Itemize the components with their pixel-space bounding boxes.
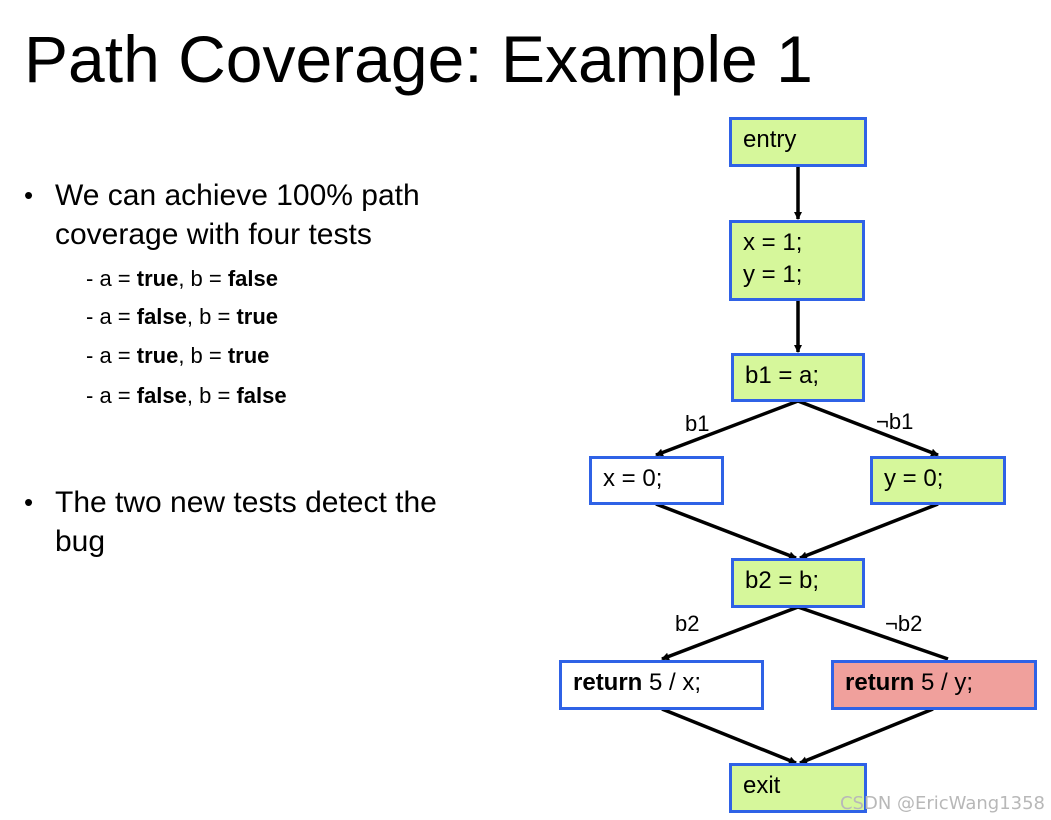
- node-exit: exit: [729, 763, 867, 813]
- node-entry: entry: [729, 117, 867, 167]
- slide-title: Path Coverage: Example 1: [24, 22, 813, 96]
- test-case-2: - a = false, b = true: [86, 304, 279, 329]
- test-case-1: - a = true, b = false: [86, 266, 279, 291]
- edge-label-not-b2: ¬b2: [885, 611, 923, 636]
- edge-label-not-b1: ¬b1: [876, 409, 914, 434]
- edge-x0-b2: [655, 502, 797, 560]
- edge-b2-rety: [797, 605, 949, 661]
- test-case-4: - a = false, b = false: [86, 383, 287, 408]
- edge-rety-exit: [799, 707, 934, 765]
- watermark: CSDN @EricWang1358: [839, 793, 1045, 814]
- edge-retx-exit: [661, 707, 797, 765]
- node-init: x = 1; y = 1;: [729, 220, 865, 301]
- edge-label-b1: b1: [685, 411, 710, 436]
- bullet-path-coverage: • We can achieve 100% path coverage with…: [24, 176, 485, 254]
- edge-y0-b2: [799, 502, 939, 560]
- bullet-text: We can achieve 100% path coverage with f…: [55, 179, 420, 251]
- node-return-y: return 5 / y;: [831, 660, 1037, 710]
- node-b1: b1 = a;: [731, 353, 865, 402]
- edge-label-b2: b2: [675, 611, 700, 636]
- bullet-text: The two new tests detect the bug: [55, 486, 437, 558]
- node-x0: x = 0;: [589, 456, 724, 505]
- edge-b1-y0: [797, 399, 939, 457]
- node-b2: b2 = b;: [731, 558, 865, 608]
- node-return-x: return 5 / x;: [559, 660, 764, 710]
- edge-b2-retx: [661, 605, 799, 661]
- bullet-dot: •: [24, 487, 34, 517]
- bullet-dot: •: [24, 180, 34, 210]
- edge-b1-x0: [655, 399, 799, 457]
- test-case-3: - a = true, b = true: [86, 343, 270, 368]
- bullet-detect-bug: • The two new tests detect the bug: [24, 483, 495, 561]
- node-y0: y = 0;: [870, 456, 1006, 505]
